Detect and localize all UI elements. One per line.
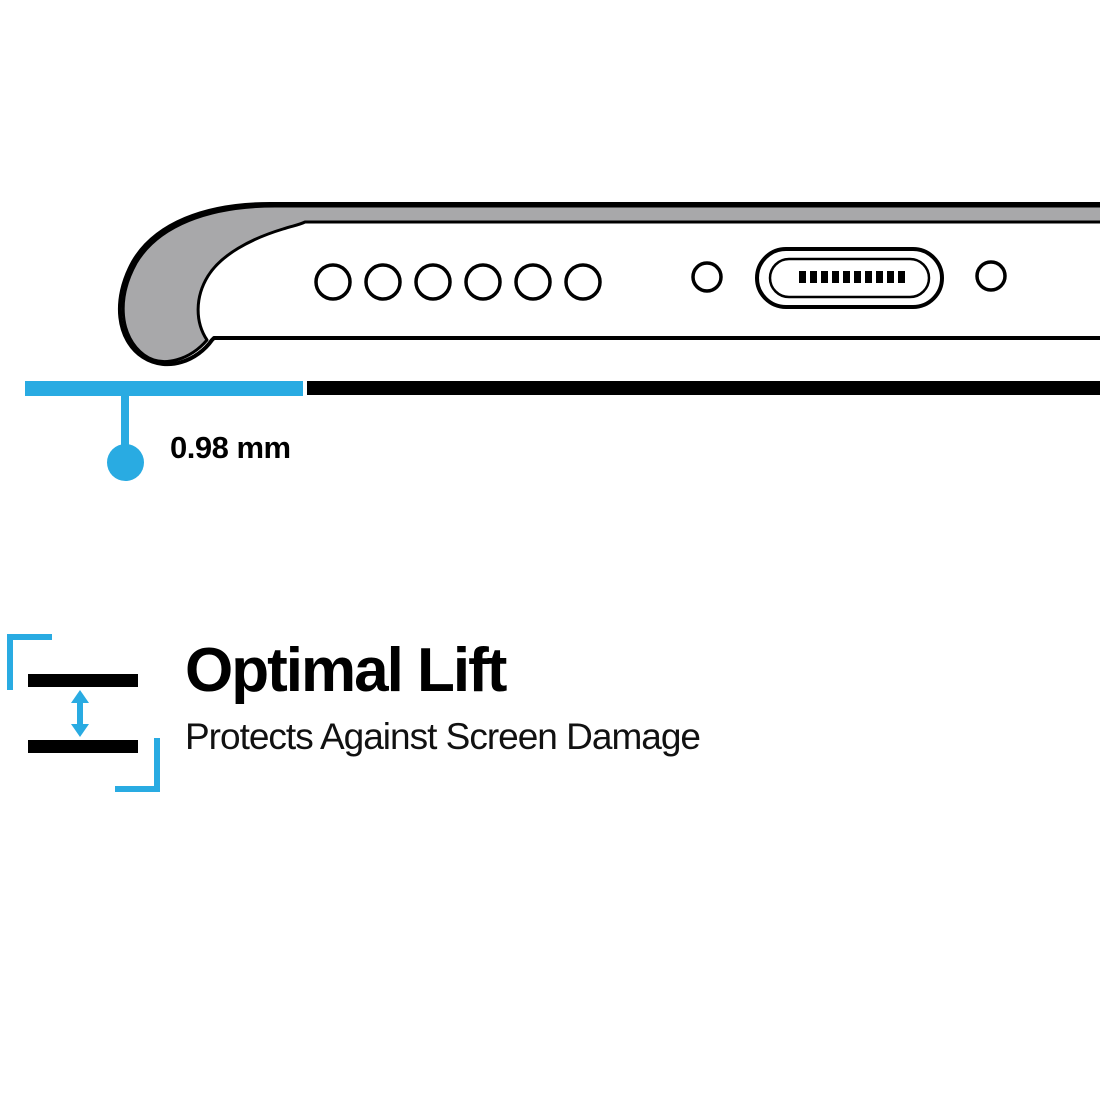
feature-title: Optimal Lift [185, 636, 507, 705]
speaker-hole [464, 263, 502, 301]
bracket-top-left-icon [7, 634, 52, 690]
speaker-hole [414, 263, 452, 301]
lift-gap-bar [25, 381, 303, 396]
feature-text-block: Optimal Lift Protects Against Screen Dam… [185, 636, 701, 757]
screw-hole-right [975, 260, 1007, 292]
double-arrow-icon [71, 690, 89, 737]
surface-line-bar [307, 381, 1100, 395]
speaker-hole [564, 263, 602, 301]
speaker-hole [314, 263, 352, 301]
phone-case-illustration [118, 202, 1100, 367]
speaker-hole [364, 263, 402, 301]
speaker-hole [514, 263, 552, 301]
bracket-bottom-right-icon [115, 738, 160, 792]
speaker-holes [314, 263, 602, 301]
lift-gap-icon [7, 634, 160, 792]
lift-measurement-value: 0.98 mm [170, 430, 291, 465]
charging-port-pins [799, 271, 905, 283]
charging-port [755, 247, 944, 309]
measure-pointer-dot [107, 444, 144, 481]
measure-pointer-line [121, 396, 129, 448]
case-body [118, 202, 1100, 367]
feature-subtitle: Protects Against Screen Damage [185, 716, 701, 757]
screw-hole-left [691, 261, 723, 293]
bottom-surface-bar [28, 740, 138, 753]
top-surface-bar [28, 674, 138, 687]
case-lip [121, 204, 1100, 364]
